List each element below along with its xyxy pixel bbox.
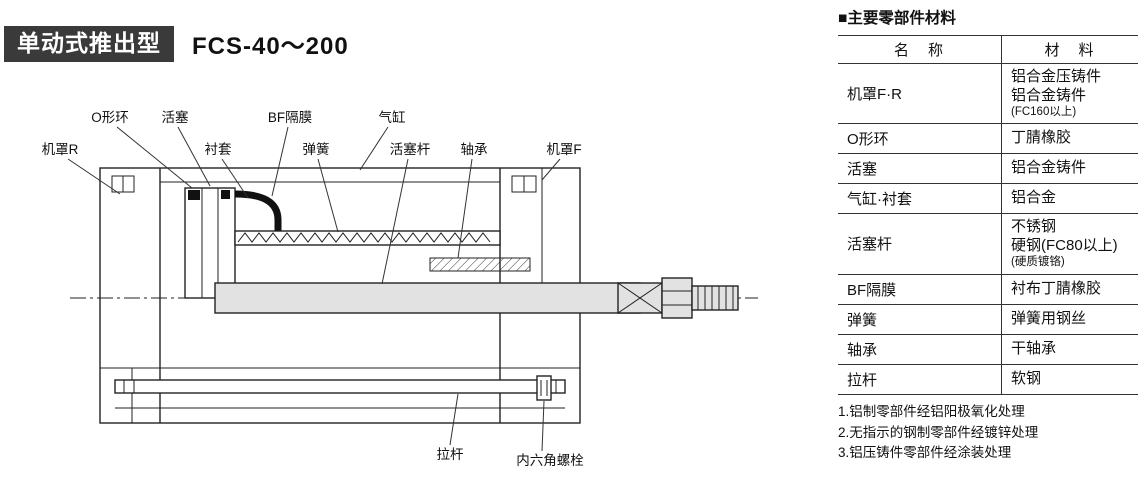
note-line: 3.铝压铸件零部件经涂装处理 (838, 445, 1012, 461)
name-cell: 弹簧 (838, 304, 1002, 335)
material-cell: 干轴承 (1001, 334, 1138, 365)
label-cover-f: 机罩F (546, 142, 581, 157)
table-row: 轴承 干轴承 (838, 334, 1138, 365)
table-row: 机罩F·R 铝合金压铸件 铝合金铸件 (FC160以上) (838, 63, 1138, 125)
name-cell: 活塞 (838, 153, 1002, 185)
column-header-material: 材 料 (1001, 35, 1138, 64)
column-header-name: 名 称 (838, 35, 1002, 64)
material-cell: 不锈钢 硬钢(FC80以上) (硬质镀铬) (1001, 213, 1138, 275)
material-text: 弹簧用钢丝 (1011, 309, 1087, 327)
label-bf-diaphragm: BF隔膜 (268, 110, 312, 125)
bf-diaphragm-part (234, 190, 282, 238)
table-row: BF隔膜 衬布丁腈橡胶 (838, 274, 1138, 305)
hex-socket-bolt-part (536, 375, 552, 401)
note-line: 2.无指示的钢制零部件经镀锌处理 (838, 424, 1039, 440)
label-bearing: 轴承 (461, 142, 488, 157)
material-text: 干轴承 (1011, 339, 1057, 357)
materials-panel: ■主要零部件材料 名 称 材 料 机罩F·R 铝合金压铸件 铝合金铸件 (FC1… (838, 6, 1138, 464)
name-cell: BF隔膜 (838, 274, 1002, 305)
material-cell: 铝合金铸件 (1001, 153, 1138, 185)
table-notes: 1.铝制零部件经铝阳极氧化处理 2.无指示的钢制零部件经镀锌处理 3.铝压铸件零… (838, 402, 1138, 465)
piston-rod-part (214, 277, 739, 319)
bearing-part (429, 257, 531, 272)
part-labels: O形环 活塞 BF隔膜 气缸 机罩R 衬套 弹簧 活塞杆 轴承 机罩F 拉杆 内… (42, 109, 585, 468)
cylinder-cross-section-diagram: O形环 活塞 BF隔膜 气缸 机罩R 衬套 弹簧 活塞杆 轴承 机罩F 拉杆 内… (42, 109, 758, 468)
header: 单动式推出型 FCS-40～200 (4, 26, 349, 62)
materials-table: 名 称 材 料 机罩F·R 铝合金压铸件 铝合金铸件 (FC160以上) O形环… (838, 35, 1138, 395)
material-cell: 衬布丁腈橡胶 (1001, 274, 1138, 305)
table-row: 拉杆 软钢 (838, 364, 1138, 395)
label-cover-r: 机罩R (42, 142, 79, 157)
label-o-ring: O形环 (91, 110, 129, 125)
table-row: 活塞 铝合金铸件 (838, 153, 1138, 185)
material-cell: 软钢 (1001, 364, 1138, 395)
table-row: 弹簧 弹簧用钢丝 (838, 304, 1138, 335)
material-cell: 丁腈橡胶 (1001, 123, 1138, 155)
material-note: (硬质镀铬) (1011, 255, 1065, 268)
label-tie-rod: 拉杆 (437, 447, 464, 462)
cylinder-body (99, 167, 581, 424)
label-bushing: 衬套 (205, 142, 232, 157)
material-cell: 铝合金 (1001, 183, 1138, 215)
table-header-row: 名 称 材 料 (838, 35, 1138, 64)
material-text: 铝合金 (1011, 189, 1057, 207)
name-cell: 拉杆 (838, 364, 1002, 395)
model-number: FCS-40～200 (192, 33, 349, 61)
table-row: 活塞杆 不锈钢 硬钢(FC80以上) (硬质镀铬) (838, 213, 1138, 275)
label-piston-rod: 活塞杆 (390, 141, 431, 157)
material-cell: 弹簧用钢丝 (1001, 304, 1138, 335)
label-piston: 活塞 (162, 109, 189, 125)
material-cell: 铝合金压铸件 铝合金铸件 (FC160以上) (1001, 63, 1138, 125)
table-row: 气缸·衬套 铝合金 (838, 183, 1138, 215)
name-cell: 活塞杆 (838, 213, 1002, 275)
label-hex-socket-bolt: 内六角螺栓 (516, 453, 584, 468)
name-cell: 机罩F·R (838, 63, 1002, 125)
materials-table-title: ■主要零部件材料 (838, 10, 956, 27)
label-cylinder: 气缸 (379, 109, 406, 125)
spring-part (234, 230, 501, 246)
material-text: 铝合金铸件 (1011, 159, 1087, 177)
tie-rod-part (114, 379, 566, 394)
table-row: O形环 丁腈橡胶 (838, 123, 1138, 155)
material-text: 不锈钢 硬钢(FC80以上) (1011, 218, 1118, 255)
note-line: 1.铝制零部件经铝阳极氧化处理 (838, 403, 1025, 419)
material-text: 软钢 (1011, 369, 1042, 387)
name-cell: 气缸·衬套 (838, 183, 1002, 215)
label-spring: 弹簧 (303, 142, 330, 157)
piston-part (184, 187, 236, 299)
type-badge: 单动式推出型 (4, 26, 174, 62)
material-text: 衬布丁腈橡胶 (1011, 279, 1102, 297)
material-note: (FC160以上) (1011, 105, 1077, 118)
name-cell: O形环 (838, 123, 1002, 155)
name-cell: 轴承 (838, 334, 1002, 365)
material-text: 丁腈橡胶 (1011, 129, 1072, 147)
material-text: 铝合金压铸件 铝合金铸件 (1011, 68, 1102, 104)
leader-lines (67, 126, 561, 452)
